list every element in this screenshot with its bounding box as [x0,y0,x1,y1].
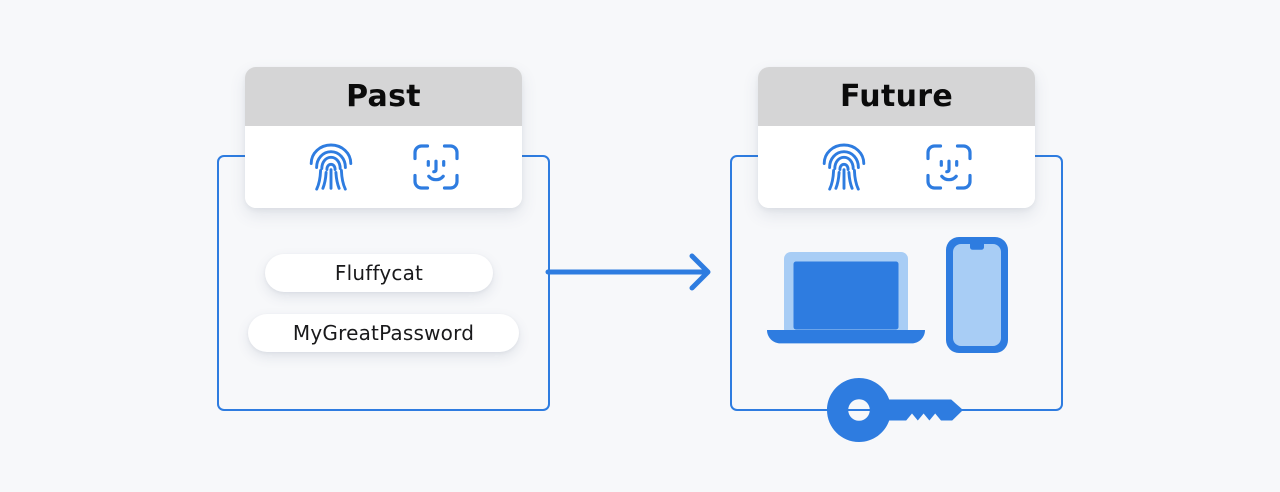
fingerprint-icon [308,142,354,192]
future-auth-icons [758,126,1035,208]
past-auth-icons [245,126,522,208]
past-panel-title: Past [346,78,421,114]
laptop-icon [765,250,927,346]
arrow-right-icon [544,248,720,296]
past-header-card: Past [245,67,522,208]
future-panel-title: Future [840,78,953,114]
password-pill: Fluffycat [265,254,493,292]
key-icon [827,378,963,442]
future-title-band: Future [758,67,1035,126]
future-header-card: Future [758,67,1035,208]
smartphone-icon [944,235,1010,355]
past-title-band: Past [245,67,522,126]
face-id-icon [412,143,460,191]
password-pill: MyGreatPassword [248,314,519,352]
password-value: MyGreatPassword [292,321,475,345]
password-value: Fluffycat [334,261,424,285]
face-id-icon [925,143,973,191]
fingerprint-icon [821,142,867,192]
